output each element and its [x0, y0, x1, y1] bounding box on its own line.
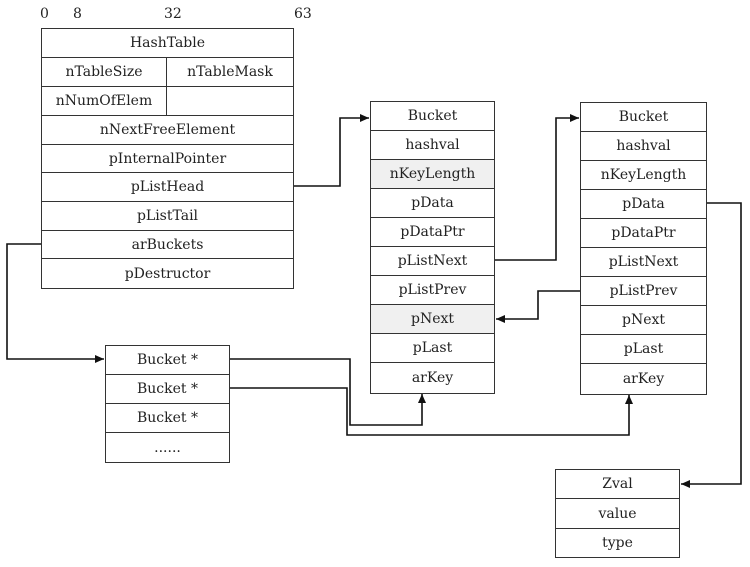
- field-plisthead: pListHead: [41, 172, 294, 202]
- bucket-title: Bucket: [580, 102, 707, 132]
- bucket-field-pdata: pData: [370, 188, 495, 218]
- field-pinternalpointer: pInternalPointer: [41, 144, 294, 174]
- field-ntablemask: nTableMask: [166, 57, 294, 87]
- bucket-field-plistprev: pListPrev: [580, 276, 707, 306]
- bucket-field-plast: pLast: [580, 334, 707, 364]
- field-empty: [166, 86, 294, 116]
- bucket-title: Bucket: [370, 101, 495, 131]
- bucket-pointer-ellipsis: ......: [105, 432, 230, 463]
- zval-title: Zval: [555, 469, 680, 499]
- bucket-field-nkeylength: nKeyLength: [370, 159, 495, 189]
- bucket-field-plistnext: pListNext: [370, 246, 495, 276]
- bit-label-0: 0: [40, 6, 49, 22]
- bucket-pointer-item: Bucket *: [105, 403, 230, 433]
- field-nnextfreeelement: nNextFreeElement: [41, 115, 294, 145]
- bucket-field-pdata: pData: [580, 189, 707, 219]
- bucket-field-arkey: arKey: [370, 362, 495, 394]
- bucket-field-plast: pLast: [370, 333, 495, 363]
- bucket-field-plistprev: pListPrev: [370, 275, 495, 305]
- bucket-field-pdataptr: pDataPtr: [370, 217, 495, 247]
- zval-field-value: value: [555, 498, 680, 529]
- bucket-pointer-item: Bucket *: [105, 374, 230, 404]
- bit-label-32: 32: [164, 6, 182, 22]
- arrow-plistnext-to-bucket2: [495, 114, 579, 261]
- arrow-bucketptr-to-bucket2: [230, 387, 633, 436]
- bit-label-8: 8: [73, 6, 82, 22]
- bucket-field-hashval: hashval: [580, 131, 707, 161]
- bucket-pointer-item: Bucket *: [105, 345, 230, 375]
- arrow-plisthead-to-bucket1: [294, 114, 369, 187]
- zval-struct: Zval value type: [555, 469, 680, 558]
- bucket-field-pnext: pNext: [370, 304, 495, 334]
- arrow-plistprev-to-bucket1: [496, 290, 580, 323]
- bucket-struct-1: Bucket hashval nKeyLength pData pDataPtr…: [370, 101, 495, 394]
- arrow-arbuckets-to-bucket-array: [6, 243, 104, 363]
- field-plisttail: pListTail: [41, 201, 294, 231]
- bucket-field-hashval: hashval: [370, 130, 495, 160]
- bucket-field-arkey: arKey: [580, 363, 707, 395]
- bucket-pointer-array: Bucket * Bucket * Bucket * ......: [105, 345, 230, 463]
- field-pdestructor: pDestructor: [41, 258, 294, 289]
- arrow-bucketptr-to-bucket1: [230, 358, 426, 426]
- hashtable-struct: HashTable nTableSize nTableMask nNumOfEl…: [41, 28, 294, 289]
- hashtable-title: HashTable: [41, 28, 294, 58]
- field-arbuckets: arBuckets: [41, 230, 294, 260]
- bit-label-63: 63: [294, 6, 312, 22]
- bucket-struct-2: Bucket hashval nKeyLength pData pDataPtr…: [580, 102, 707, 395]
- arrow-pdata-to-zval: [681, 202, 742, 488]
- zval-field-type: type: [555, 528, 680, 558]
